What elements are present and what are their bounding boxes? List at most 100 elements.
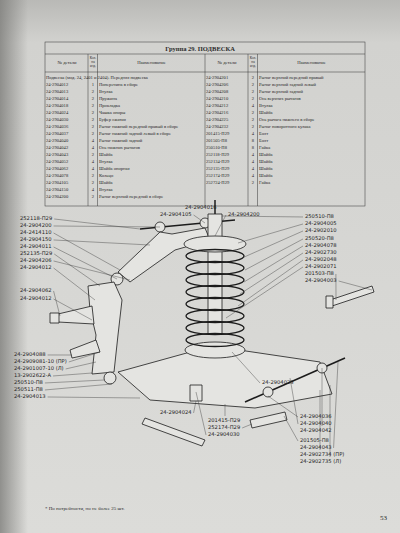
quantity: 2 — [89, 103, 98, 108]
leader-line — [242, 424, 252, 428]
part-name: Шайба опорная — [99, 166, 204, 171]
part-number: 24-2904212 — [206, 103, 248, 108]
leader-line — [53, 373, 92, 376]
part-name: Шайба — [259, 166, 364, 171]
part-name: Поперечина в сборе — [99, 82, 204, 87]
callout-number: 24-2904024 — [160, 410, 192, 416]
quantity: 2 — [249, 117, 258, 122]
part-name: Гайка — [259, 180, 364, 185]
quantity: 2 — [249, 96, 258, 101]
callout-number: 24-2904042 — [300, 428, 332, 434]
callout-number: 24-2902010 — [305, 228, 337, 234]
callout-number: 24-2904105 — [160, 212, 192, 218]
bushing — [263, 387, 273, 397]
quantity: 2 — [89, 96, 98, 101]
callout-number: 13-2902622-А — [14, 373, 51, 379]
spring-coil — [186, 250, 244, 263]
bolt — [330, 286, 374, 306]
part-number: 250510-П8 — [206, 145, 248, 150]
part-number: 24-2904150 — [46, 187, 88, 192]
leader-line — [45, 384, 112, 390]
leader-line — [245, 239, 303, 270]
part-name: Шайба — [259, 173, 364, 178]
callout-number: 24-2904011 — [20, 244, 52, 250]
column-header: Кол. на изд. — [249, 56, 258, 68]
leader-line — [54, 268, 95, 300]
leader-line — [226, 267, 303, 318]
quantity: 2 — [89, 131, 98, 136]
callout-number: 24-2904200 — [228, 212, 260, 218]
part-name: Шайба — [259, 159, 364, 164]
part-number: 252134-П29 — [206, 159, 248, 164]
leader-line — [48, 354, 72, 355]
quantity: 2 — [89, 124, 98, 129]
leader-line — [242, 231, 303, 258]
part-number: 201505-П8 — [206, 138, 248, 143]
leader-line — [244, 246, 303, 282]
upper-arm — [118, 228, 210, 282]
part-number: 24-2904105 — [46, 180, 88, 185]
callout-number: 252135-П29 — [20, 251, 52, 257]
part-number: 24-2904201 — [206, 75, 248, 80]
quantity: 2 — [89, 180, 98, 185]
part-name: Кольцо — [99, 173, 204, 178]
leader-line — [66, 362, 96, 369]
parts-drawing — [50, 200, 374, 446]
leader-line — [238, 224, 303, 243]
part-name: Рычаг нижний передний правый в сборе — [99, 124, 204, 129]
column-header: № детали — [46, 60, 88, 65]
quantity: 4 — [249, 103, 258, 108]
part-name: Ось верхних рычагов — [259, 96, 364, 101]
quantity: 2 — [89, 110, 98, 115]
part-number: 252174-П29 — [206, 173, 248, 178]
part-name: Втулка — [99, 89, 204, 94]
callout-number: 24-2414110 — [20, 230, 52, 236]
callout-number: 24-2904036 — [300, 414, 332, 420]
part-name: Шайба — [259, 152, 364, 157]
quantity: 4 — [89, 187, 98, 192]
part-name: Шайба — [99, 152, 204, 157]
callout-number: 24-2904030 — [208, 432, 240, 438]
spring-coil — [186, 310, 244, 323]
leader-line — [54, 291, 60, 316]
quantity: 4 — [249, 131, 258, 136]
quantity: 4 — [249, 173, 258, 178]
spring-coil — [186, 322, 244, 335]
quantity: 8 — [249, 138, 258, 143]
part-number: 24-2904040 — [46, 138, 88, 143]
column-header: Наименование — [99, 60, 204, 65]
part-name: Втулка — [99, 187, 204, 192]
nut — [326, 296, 333, 308]
part-name: Рычаг верхний задний левый — [259, 82, 364, 87]
part-number: 24-2904052 — [46, 159, 88, 164]
parts-table-grid — [45, 42, 365, 206]
callout-number: 252118-П29 — [20, 216, 52, 222]
coil-spring — [186, 250, 244, 347]
leader-line — [54, 254, 100, 286]
nut — [50, 313, 59, 323]
callout-number: 24-2909081-10 (ПР) — [14, 359, 67, 365]
leader-line — [45, 380, 104, 383]
callout-number: 24-2901007-10 (Л) — [14, 366, 64, 372]
part-number: 252118-П29 — [206, 152, 248, 157]
steering-arm — [70, 340, 100, 358]
callout-number: 201415-П29 — [208, 418, 240, 424]
part-name: Рычаг поворотного кулака — [259, 124, 364, 129]
part-name: Шайба — [259, 110, 364, 115]
callout-number: 24-2904078 — [305, 243, 337, 249]
part-number: 24-2904036 — [46, 124, 88, 129]
leader-line — [48, 397, 140, 398]
quantity: 4 — [249, 159, 258, 164]
leader-line — [339, 281, 372, 290]
part-number: 24-2904012 — [46, 82, 88, 87]
callout-number: 24-2902735 (Л) — [300, 459, 341, 465]
quantity: 2 — [249, 180, 258, 185]
part-number: 201415-П29 — [206, 131, 248, 136]
part-number: 24-2904200 — [46, 194, 88, 199]
callout-number: 24-2904040 — [300, 421, 332, 427]
part-name: Прокладка — [99, 103, 204, 108]
callout-number: 24-2902734 (ПР) — [300, 452, 344, 458]
part-number: 24-2904024 — [46, 110, 88, 115]
leader-line — [334, 362, 338, 448]
callout-number: 24-2902730 — [305, 250, 337, 256]
